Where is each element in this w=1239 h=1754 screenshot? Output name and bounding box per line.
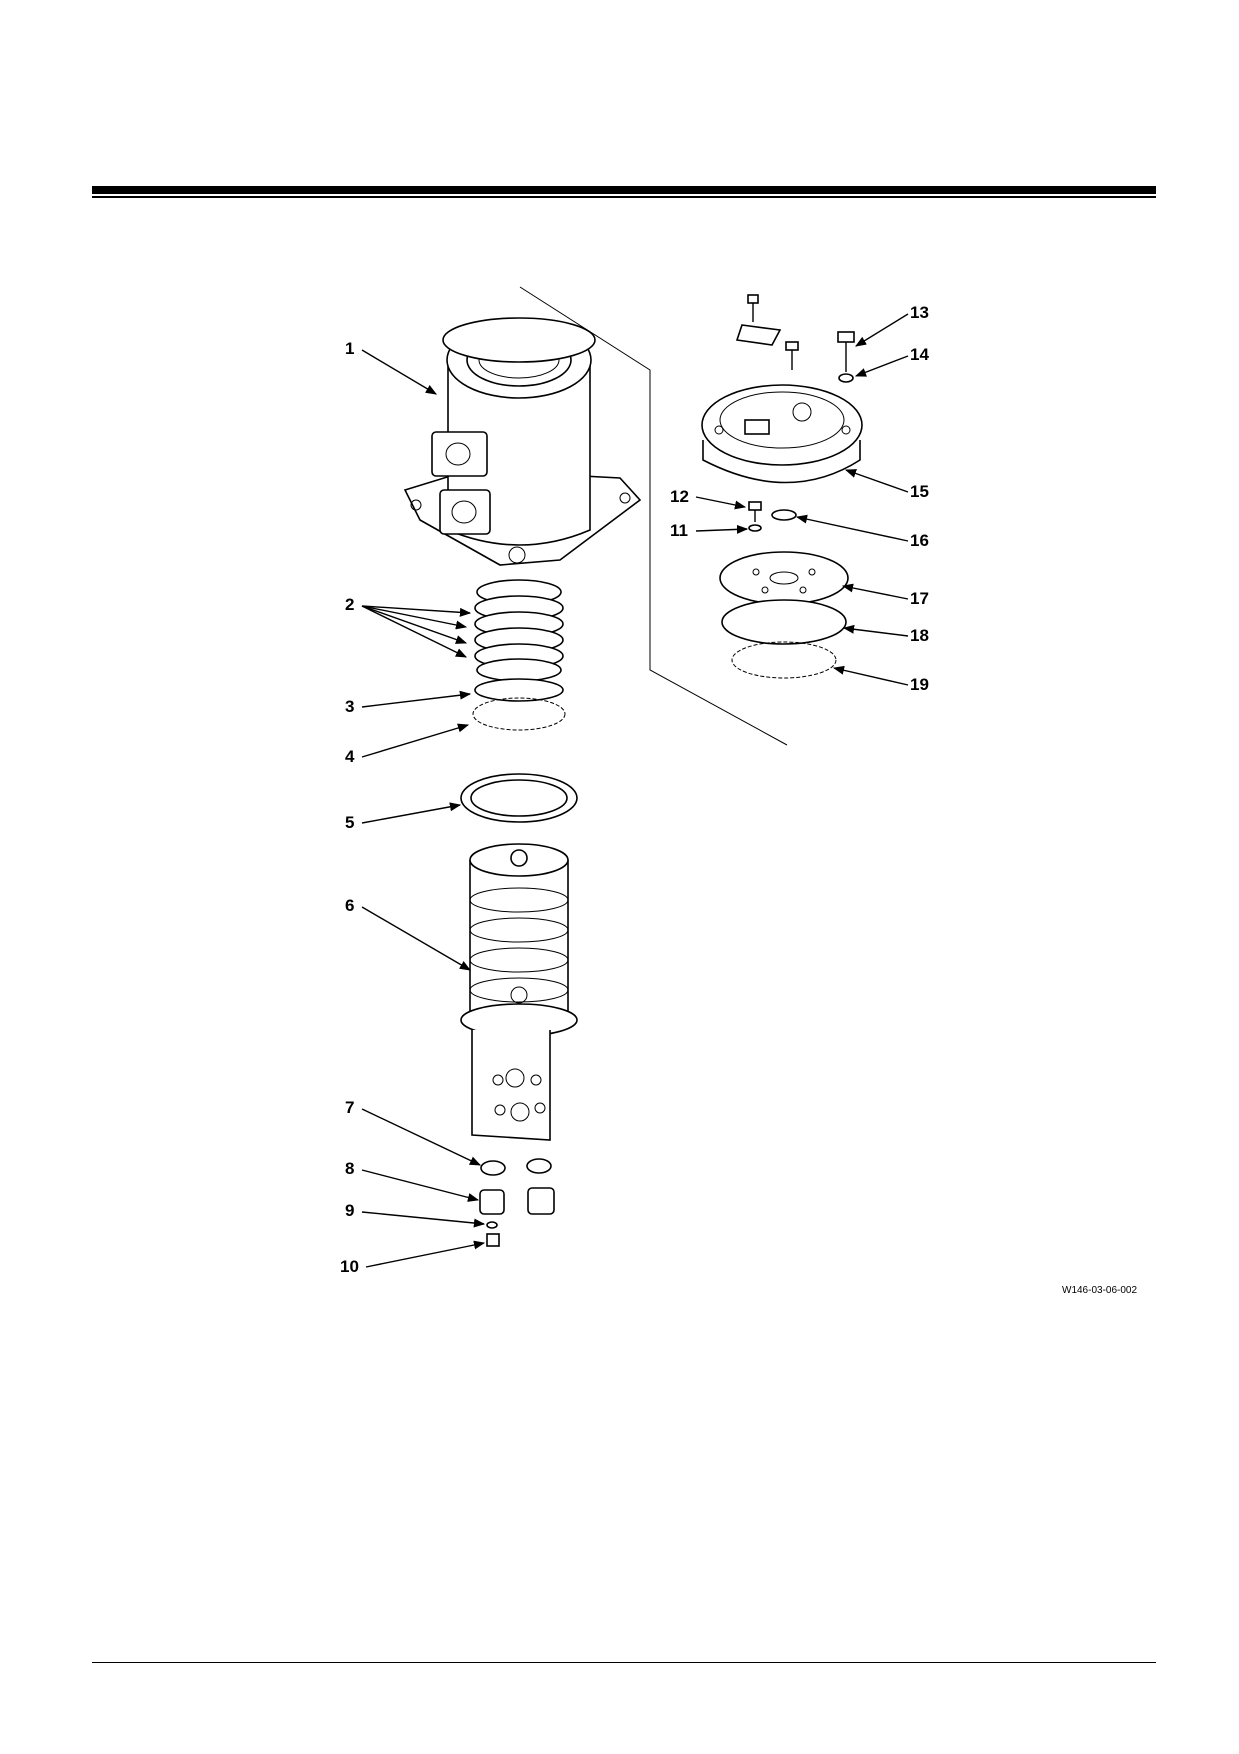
callout-19: 19 xyxy=(910,675,929,694)
header-rule-thin xyxy=(92,196,1156,198)
part-2-seal-rings xyxy=(474,579,564,682)
part-4-balls xyxy=(472,697,566,731)
callout-3: 3 xyxy=(345,697,354,716)
callout-4: 4 xyxy=(345,747,355,766)
callout-2: 2 xyxy=(345,595,354,614)
part-6-spindle xyxy=(460,843,578,1141)
part-18-ring xyxy=(721,599,847,645)
callout-5: 5 xyxy=(345,813,354,832)
callout-17: 17 xyxy=(910,589,929,608)
part-14-washer xyxy=(838,373,854,383)
top-bolts xyxy=(735,294,799,370)
callout-18: 18 xyxy=(910,626,929,645)
part-13-bolt-top xyxy=(837,331,855,372)
callout-9: 9 xyxy=(345,1201,354,1220)
figure-id: W146-03-06-002 xyxy=(1062,1285,1137,1296)
callout-12: 12 xyxy=(670,487,689,506)
callout-10: 10 xyxy=(340,1257,359,1276)
header-rule-thick xyxy=(92,186,1156,194)
callout-14: 14 xyxy=(910,345,929,364)
part-15-cover xyxy=(701,384,863,484)
part-11-washer xyxy=(748,524,762,532)
part-10-fitting xyxy=(486,1233,500,1247)
part-3-ring xyxy=(474,678,564,702)
part-7-o-rings xyxy=(480,1158,552,1176)
callout-1: 1 xyxy=(345,339,354,358)
callout-15: 15 xyxy=(910,482,929,501)
part-19-balls xyxy=(731,641,837,679)
part-1-body xyxy=(403,317,642,566)
part-5-washer xyxy=(460,773,578,823)
callout-6: 6 xyxy=(345,896,354,915)
callouts-left: 1 2 3 4 5 6 7 8 9 10 xyxy=(340,339,486,1276)
callout-13: 13 xyxy=(910,303,929,322)
callouts-right: 13 14 15 16 17 18 19 12 11 xyxy=(670,303,929,694)
part-17-plate xyxy=(719,551,849,605)
footer-rule xyxy=(92,1662,1156,1663)
callout-16: 16 xyxy=(910,531,929,550)
callout-7: 7 xyxy=(345,1098,354,1117)
part-12-bolt xyxy=(748,501,762,522)
callout-8: 8 xyxy=(345,1159,354,1178)
part-16-o-ring xyxy=(771,509,797,521)
part-9-small-ring xyxy=(486,1221,498,1229)
callout-11: 11 xyxy=(670,521,688,540)
part-8-plugs xyxy=(479,1187,555,1215)
